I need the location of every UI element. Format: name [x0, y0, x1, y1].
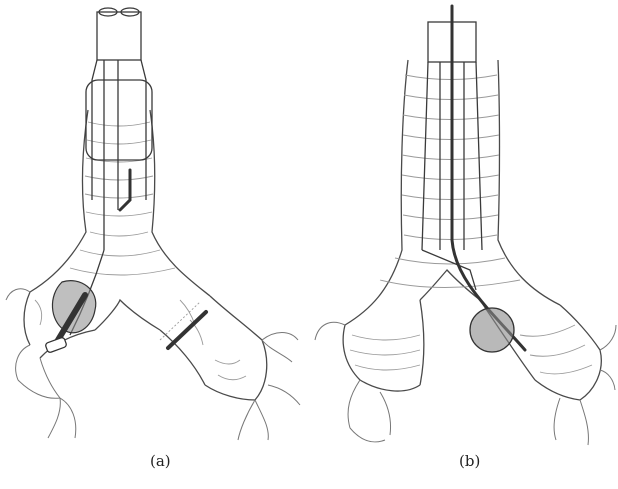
- panel-a-right-bronchus-clamp: [160, 302, 206, 348]
- panel-b-label: (b): [459, 452, 480, 470]
- panel-a-tracheal-rings: [35, 122, 246, 380]
- panel-b-endotracheal-tube: [422, 6, 525, 350]
- panel-a-tube-top: [97, 12, 141, 60]
- panel-a-bronchial-blocker-tip: [120, 170, 130, 210]
- panel-a-cuff: [86, 80, 152, 160]
- panel-a-lung-branches: [6, 289, 300, 440]
- panel-b-right-blocker-balloon: [470, 308, 514, 352]
- panel-a-blocker-end: [45, 337, 67, 353]
- panel-b-bronchi-outline: [343, 300, 601, 400]
- panel-b-blocker-catheter: [452, 62, 525, 350]
- panel-b-illustration: [315, 6, 616, 445]
- panel-a-right-bronchus-outline: [160, 296, 267, 400]
- panel-a-illustration: [6, 8, 300, 440]
- panel-a-label: (a): [150, 452, 171, 470]
- panel-a-left-blocker-balloon: [45, 281, 96, 354]
- panel-b-lung-branches: [315, 322, 616, 445]
